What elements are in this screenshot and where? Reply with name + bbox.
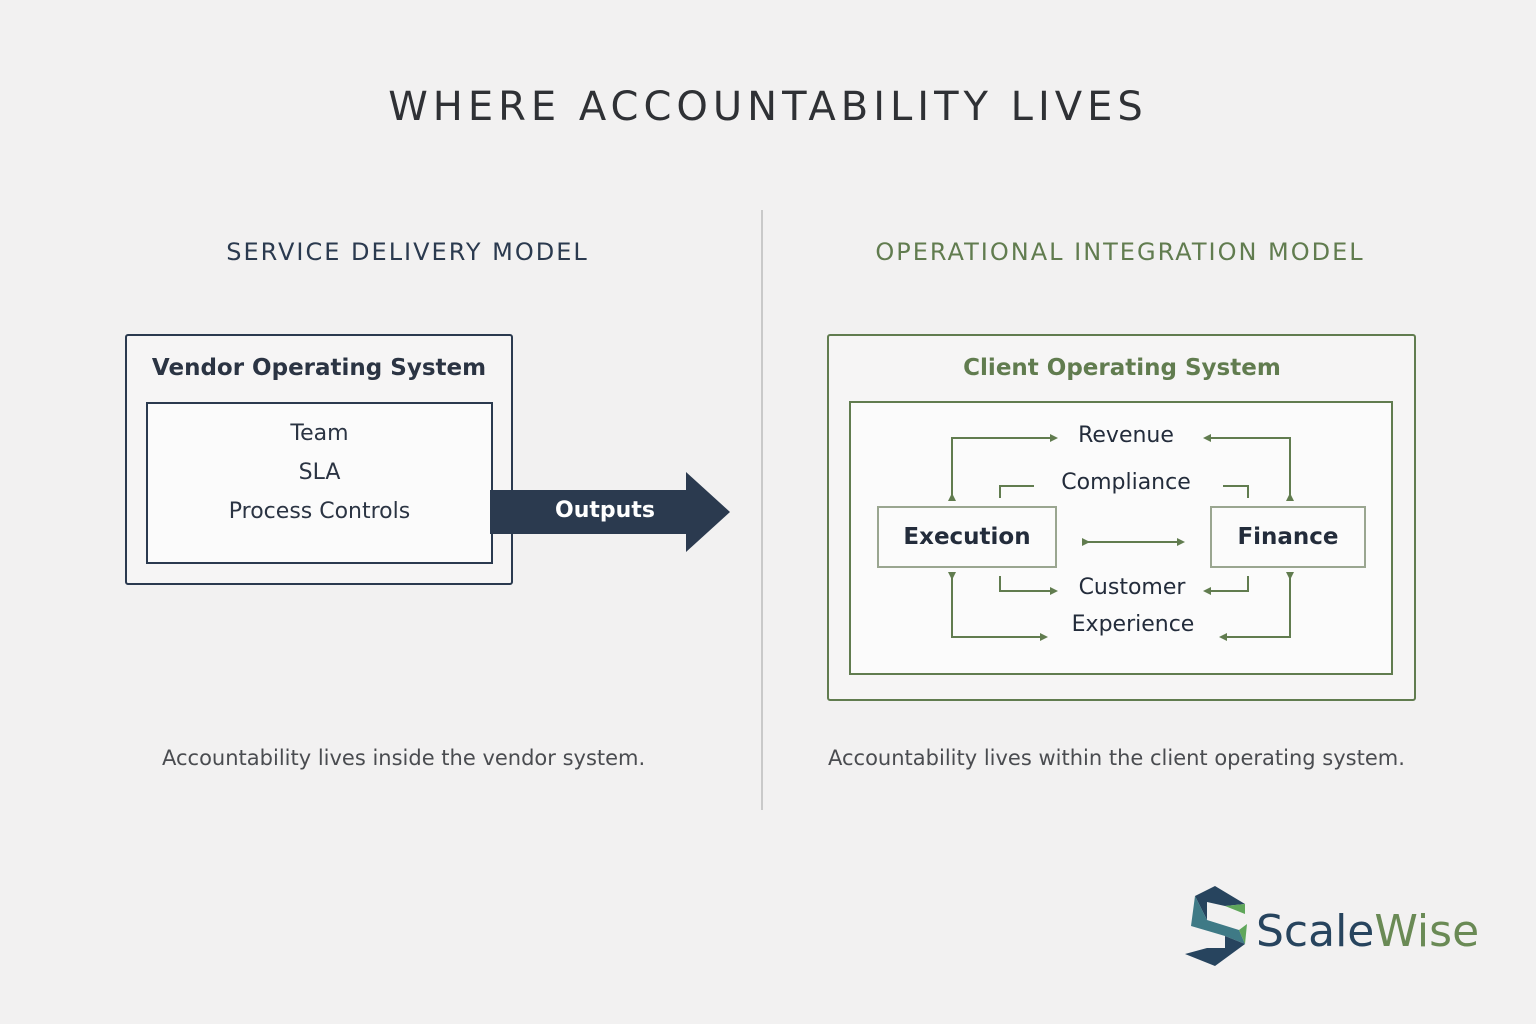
arrow-exec-experience	[948, 572, 1048, 641]
node-execution: Execution	[877, 506, 1057, 568]
scalewise-logo-text: ScaleWise	[1256, 906, 1479, 957]
outputs-arrow-shape	[490, 472, 730, 552]
operational-integration-heading: OPERATIONAL INTEGRATION MODEL	[875, 238, 1365, 266]
label-compliance: Compliance	[1061, 470, 1191, 495]
arrow-fin-revenue	[1203, 434, 1294, 501]
center-divider	[761, 210, 763, 810]
page-title: WHERE ACCOUNTABILITY LIVES	[388, 84, 1148, 130]
right-caption: Accountability lives within the client o…	[828, 746, 1405, 770]
logo-text-scale: Scale	[1256, 906, 1375, 957]
client-box-title: Client Operating System	[963, 355, 1281, 381]
label-customer: Customer	[1078, 575, 1186, 600]
node-finance: Finance	[1210, 506, 1366, 568]
vendor-item-team: Team	[290, 421, 349, 446]
compliance-bracket-left	[999, 485, 1034, 498]
vendor-item-process-controls: Process Controls	[228, 499, 411, 524]
compliance-bracket-right	[1223, 485, 1249, 498]
arrow-exec-revenue	[948, 434, 1058, 501]
logo-text-wise: Wise	[1374, 906, 1480, 957]
vendor-box-title: Vendor Operating System	[151, 355, 487, 381]
label-revenue: Revenue	[1078, 423, 1174, 448]
label-experience: Experience	[1071, 612, 1195, 637]
service-delivery-heading: SERVICE DELIVERY MODEL	[226, 238, 589, 266]
outputs-arrow	[490, 472, 730, 552]
vendor-item-sla: SLA	[298, 460, 341, 485]
arrow-fin-experience	[1219, 572, 1294, 641]
scalewise-logo-icon	[1185, 886, 1247, 966]
left-caption: Accountability lives inside the vendor s…	[162, 746, 646, 770]
outputs-label: Outputs	[555, 498, 655, 523]
vendor-inner-box	[146, 402, 493, 564]
